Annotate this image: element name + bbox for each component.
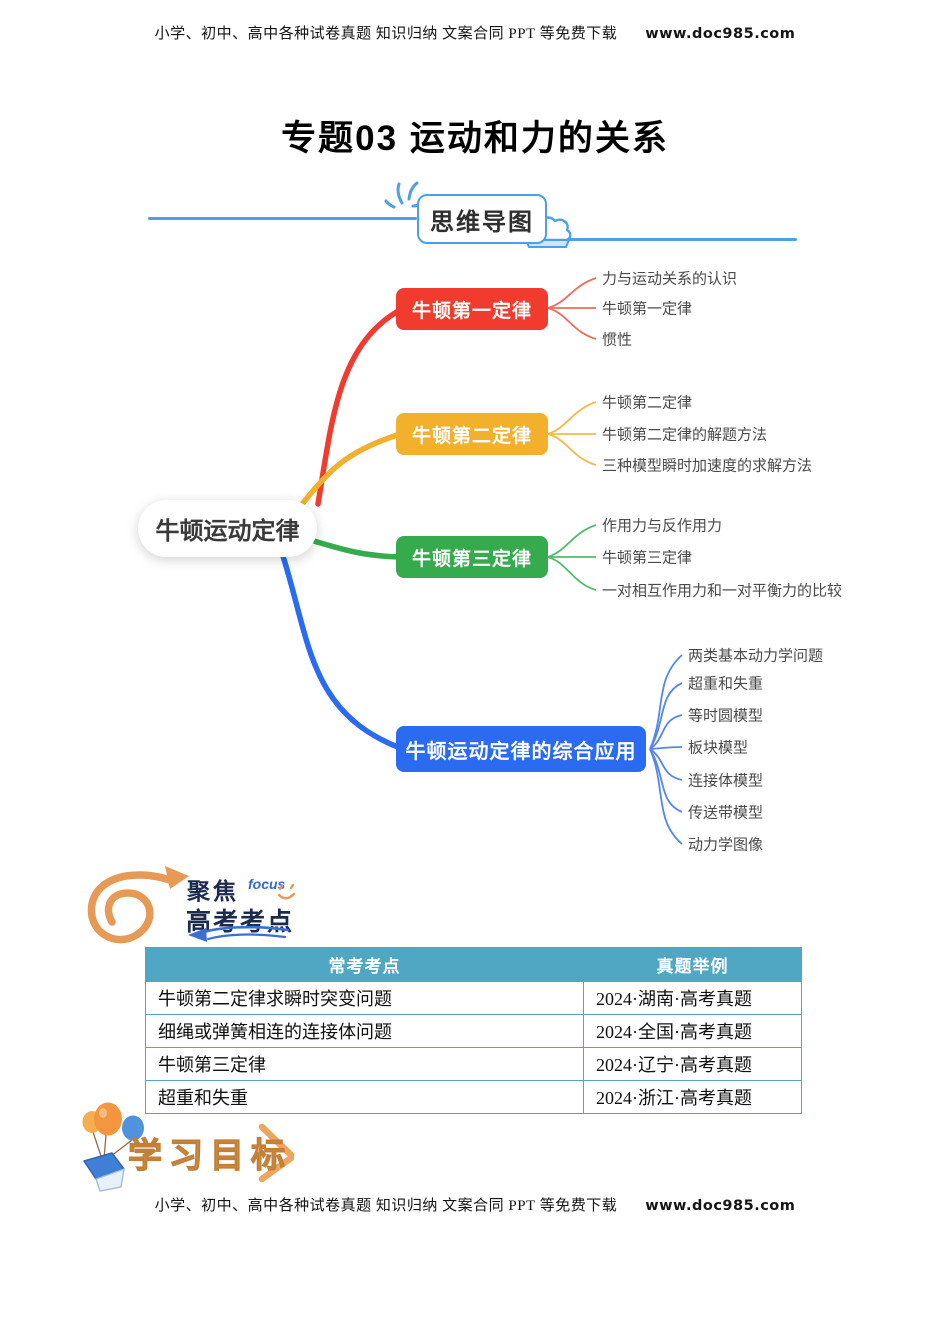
- mindmap-leaf: 两类基本动力学问题: [688, 647, 824, 665]
- leaf-connectors-blue: [649, 654, 683, 845]
- mindmap-leaf: 牛顿第一定律: [602, 300, 693, 318]
- table-header-topic: 常考考点: [145, 947, 584, 982]
- branch-node-newton-third-law: 牛顿第三定律: [396, 536, 548, 578]
- table-cell-topic: 牛顿第二定律求瞬时突变问题: [145, 981, 584, 1015]
- table-cell-topic: 牛顿第三定律: [145, 1047, 584, 1081]
- banner-line-left: [148, 217, 417, 220]
- mindmap-leaf: 传送带模型: [688, 804, 764, 822]
- banner-line-right: [543, 238, 797, 241]
- table-cell-example: 2024·辽宁·高考真题: [583, 1047, 802, 1081]
- leaf-connectors-green: [547, 524, 597, 591]
- mindmap-leaf: 牛顿第二定律: [602, 394, 693, 412]
- site-footer-text: 小学、初中、高中各种试卷真题 知识归纳 文案合同 PPT 等免费下载: [154, 1198, 618, 1214]
- branch-curve-blue: [279, 550, 403, 751]
- branch-curve-green: [311, 538, 403, 560]
- mindmap-leaf: 等时圆模型: [688, 707, 764, 725]
- branch-curve-red: [315, 307, 403, 507]
- site-header-bar: 小学、初中、高中各种试卷真题 知识归纳 文案合同 PPT 等免费下载 www.do…: [0, 22, 950, 43]
- mindmap-leaf: 牛顿第三定律: [602, 549, 693, 567]
- table-header-row: 常考考点 真题举例: [145, 947, 802, 982]
- mindmap-leaf: 板块模型: [688, 739, 749, 757]
- mindmap-leaf: 作用力与反作用力: [602, 517, 723, 535]
- mindmap-leaf: 一对相互作用力和一对平衡力的比较: [602, 582, 843, 600]
- branch-node-newton-first-law: 牛顿第一定律: [396, 288, 548, 330]
- mindmap-leaf: 动力学图像: [688, 836, 764, 854]
- branch-node-comprehensive-application: 牛顿运动定律的综合应用: [396, 726, 646, 772]
- table-header-example: 真题举例: [583, 947, 802, 982]
- table-cell-example: 2024·浙江·高考真题: [583, 1080, 802, 1114]
- table-row: 牛顿第三定律 2024·辽宁·高考真题: [145, 1047, 802, 1081]
- site-header-text: 小学、初中、高中各种试卷真题 知识归纳 文案合同 PPT 等免费下载: [154, 26, 618, 42]
- mindmap-leaf: 连接体模型: [688, 772, 764, 790]
- leaf-connectors-red: [547, 277, 597, 340]
- mindmap-leaf: 惯性: [602, 331, 633, 349]
- branch-node-newton-second-law: 牛顿第二定律: [396, 413, 548, 455]
- branch-curve-yellow: [300, 431, 403, 506]
- focus-section-label-line2: 高考考点: [186, 908, 295, 936]
- mindmap-leaf: 牛顿第二定律的解题方法: [602, 426, 768, 444]
- focus-swirl-arrow-icon: [87, 866, 189, 944]
- table-row: 牛顿第二定律求瞬时突变问题 2024·湖南·高考真题: [145, 981, 802, 1015]
- site-footer-bar: 小学、初中、高中各种试卷真题 知识归纳 文案合同 PPT 等免费下载 www.do…: [0, 1194, 950, 1215]
- mindmap-leaf: 力与运动关系的认识: [602, 270, 738, 288]
- leaf-connectors-yellow: [547, 401, 597, 466]
- learning-goals-title: 学习目标: [127, 1136, 292, 1175]
- focus-section-label-line1: 聚焦: [187, 878, 239, 904]
- mindmap-leaf: 超重和失重: [688, 675, 764, 693]
- mindmap-root-node: 牛顿运动定律: [138, 500, 317, 557]
- mindmap-leaf: 三种模型瞬时加速度的求解方法: [602, 457, 813, 475]
- table-cell-topic: 超重和失重: [145, 1080, 584, 1114]
- exam-points-table: 常考考点 真题举例 牛顿第二定律求瞬时突变问题 2024·湖南·高考真题 细绳或…: [145, 947, 802, 1114]
- mindmap-section-title: 思维导图: [417, 194, 547, 244]
- table-row: 细绳或弹簧相连的连接体问题 2024·全国·高考真题: [145, 1014, 802, 1048]
- site-header-url[interactable]: www.doc985.com: [645, 26, 796, 42]
- focus-section-label-en: focus: [248, 876, 286, 892]
- table-cell-example: 2024·湖南·高考真题: [583, 981, 802, 1015]
- page-title: 专题03 运动和力的关系: [281, 119, 669, 158]
- site-footer-url[interactable]: www.doc985.com: [645, 1198, 796, 1214]
- table-cell-example: 2024·全国·高考真题: [583, 1014, 802, 1048]
- table-cell-topic: 细绳或弹簧相连的连接体问题: [145, 1014, 584, 1048]
- table-row: 超重和失重 2024·浙江·高考真题: [145, 1080, 802, 1114]
